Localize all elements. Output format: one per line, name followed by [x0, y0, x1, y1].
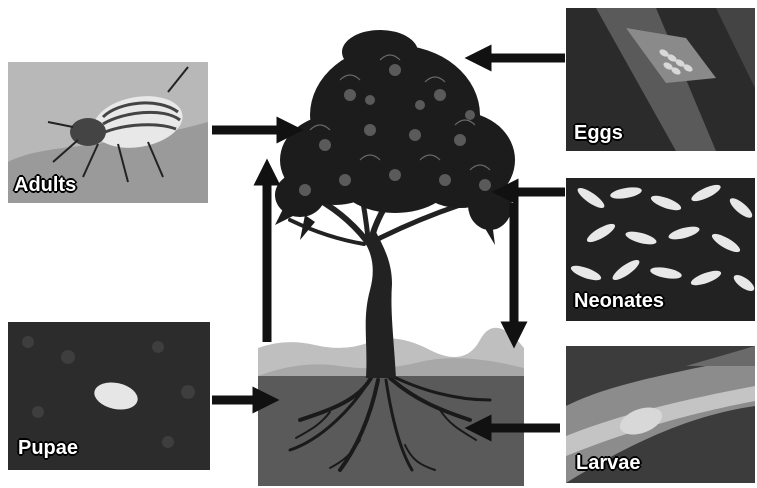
pupae-photo-panel: Pupae: [8, 322, 210, 470]
neonates-photo-panel: Neonates: [566, 178, 755, 321]
adults-photo-panel: Adults: [8, 62, 208, 203]
adults-label: Adults: [14, 174, 76, 197]
eggs-photo-panel: Eggs: [566, 8, 755, 151]
larvae-photo-panel: Larvae: [566, 346, 755, 483]
pupae-label: Pupae: [18, 437, 78, 460]
larvae-label: Larvae: [576, 452, 641, 475]
eggs-label: Eggs: [574, 122, 623, 145]
neonates-label: Neonates: [574, 290, 664, 313]
